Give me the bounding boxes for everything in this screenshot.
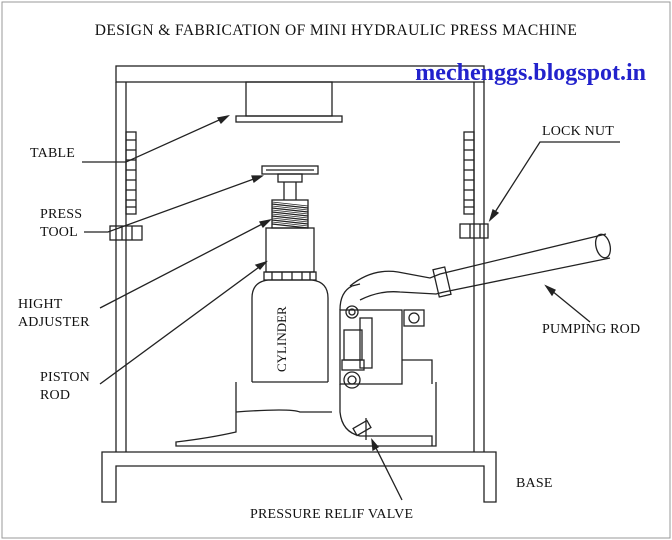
label-pumping-rod: PUMPING ROD bbox=[542, 322, 641, 337]
pumping-rod bbox=[349, 233, 612, 301]
label-hight-adjuster-line1: HIGHT bbox=[18, 297, 63, 312]
relief-valve bbox=[352, 418, 372, 440]
table-block bbox=[235, 81, 343, 123]
label-pressure-relief-valve: PRESSURE RELIF VALVE bbox=[250, 507, 414, 522]
label-cylinder: CYLINDER bbox=[274, 306, 289, 372]
leader-lines bbox=[82, 114, 620, 501]
cylinder-body bbox=[251, 279, 329, 382]
height-adjuster bbox=[271, 199, 309, 229]
left-column bbox=[109, 82, 143, 452]
base-frame bbox=[101, 451, 497, 503]
label-piston-rod-line1: PISTON bbox=[40, 370, 90, 385]
press-tool bbox=[261, 165, 319, 200]
label-lock-nut: LOCK NUT bbox=[542, 124, 614, 139]
gland-nut bbox=[263, 271, 317, 281]
right-column bbox=[459, 82, 489, 452]
label-press-tool-line2: TOOL bbox=[40, 225, 78, 240]
jack-body bbox=[175, 382, 437, 447]
label-hight-adjuster-line2: ADJUSTER bbox=[18, 315, 90, 330]
watermark: mechenggs.blogspot.in bbox=[415, 60, 646, 86]
pump-housing bbox=[339, 283, 433, 446]
label-piston-rod-line2: ROD bbox=[40, 388, 71, 403]
label-base: BASE bbox=[516, 476, 553, 491]
piston-rod bbox=[265, 227, 315, 273]
label-table: TABLE bbox=[30, 146, 75, 161]
label-press-tool-line1: PRESS bbox=[40, 207, 83, 222]
body-curve bbox=[235, 409, 332, 413]
diagram-title: DESIGN & FABRICATION OF MINI HYDRAULIC P… bbox=[94, 22, 578, 39]
